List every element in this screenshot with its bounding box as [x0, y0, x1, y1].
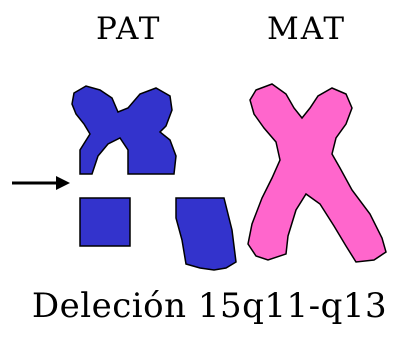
- arrow-head: [56, 176, 70, 190]
- deletion-arrow: [12, 176, 70, 190]
- paternal-chromosome: [71, 85, 237, 271]
- maternal-label: MAT: [267, 11, 347, 47]
- deletion-caption: Deleción 15q11-q13: [31, 286, 388, 326]
- paternal-lower-arm: [79, 197, 237, 271]
- paternal-upper-arm: [71, 85, 177, 175]
- maternal-chromosome: [247, 83, 387, 263]
- paternal-label: PAT: [96, 11, 162, 47]
- maternal-chromosome-body: [247, 83, 387, 263]
